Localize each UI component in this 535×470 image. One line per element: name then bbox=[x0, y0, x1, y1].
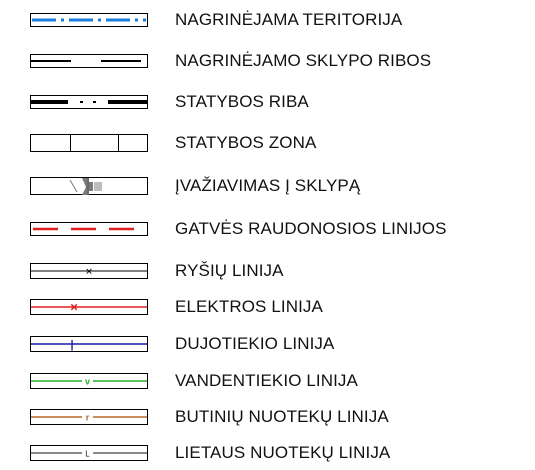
legend-label: DUJOTIEKIO LINIJA bbox=[175, 334, 335, 353]
line-marker: L bbox=[85, 450, 90, 459]
legend-item-dujotiekio-linija: | DUJOTIEKIO LINIJA bbox=[0, 329, 535, 359]
legend-item-nagrinejamo-sklypo-ribos: NAGRINĖJAMO SKLYPO RIBOS bbox=[0, 46, 535, 76]
gas-line-icon: | bbox=[30, 336, 148, 352]
legend-item-gatves-raudonosios-linijos: GATVĖS RAUDONOSIOS LINIJOS bbox=[0, 214, 535, 244]
legend-item-statybos-riba: STATYBOS RIBA bbox=[0, 87, 535, 117]
legend-item-vandentiekio-linija: v VANDENTIEKIO LINIJA bbox=[0, 366, 535, 396]
legend-label: NAGRINĖJAMA TERITORIJA bbox=[175, 10, 403, 29]
legend-label: LIETAUS NUOTEKŲ LINIJA bbox=[175, 443, 391, 462]
territory-dashdot-line-icon bbox=[30, 13, 148, 27]
legend-label: RYŠIŲ LINIJA bbox=[175, 261, 284, 280]
legend-item-elektros-linija: × ELEKTROS LINIJA bbox=[0, 292, 535, 322]
legend-label: GATVĖS RAUDONOSIOS LINIJOS bbox=[175, 219, 447, 238]
legend-label: ELEKTROS LINIJA bbox=[175, 297, 323, 316]
line-marker: v bbox=[85, 377, 90, 387]
legend-label: NAGRINĖJAMO SKLYPO RIBOS bbox=[175, 51, 432, 70]
water-line-icon: v bbox=[30, 373, 148, 389]
line-marker: | bbox=[70, 339, 73, 351]
line-marker: r bbox=[86, 413, 90, 423]
street-red-line-icon bbox=[30, 222, 148, 236]
driveway-entrance-icon bbox=[30, 177, 148, 195]
sewage-line-icon: r bbox=[30, 409, 148, 425]
legend-label: ĮVAŽIAVIMAS Į SKLYPĄ bbox=[175, 176, 361, 195]
legend-item-rysiu-linija: ✕ RYŠIŲ LINIJA bbox=[0, 256, 535, 286]
construction-limit-line-icon bbox=[30, 95, 148, 109]
legend-label: STATYBOS ZONA bbox=[175, 133, 317, 152]
legend-item-ivaziavimas-i-sklypa: ĮVAŽIAVIMAS Į SKLYPĄ bbox=[0, 171, 535, 201]
electric-line-icon: × bbox=[30, 299, 148, 315]
plot-boundary-line-icon bbox=[30, 54, 148, 68]
legend-label: BUTINIŲ NUOTEKŲ LINIJA bbox=[175, 407, 389, 426]
rainwater-line-icon: L bbox=[30, 445, 148, 461]
communication-line-icon: ✕ bbox=[30, 263, 148, 279]
legend-item-butiniu-nuoteku-linija: r BUTINIŲ NUOTEKŲ LINIJA bbox=[0, 402, 535, 432]
legend-item-nagrinejama-teritorija: NAGRINĖJAMA TERITORIJA bbox=[0, 5, 535, 35]
legend-label: VANDENTIEKIO LINIJA bbox=[175, 371, 358, 390]
legend-item-lietaus-nuoteku-linija: L LIETAUS NUOTEKŲ LINIJA bbox=[0, 438, 535, 468]
line-marker: × bbox=[70, 300, 78, 315]
legend-label: STATYBOS RIBA bbox=[175, 92, 309, 111]
legend-item-statybos-zona: STATYBOS ZONA bbox=[0, 128, 535, 158]
construction-zone-icon bbox=[30, 134, 148, 152]
line-marker: ✕ bbox=[85, 267, 93, 277]
